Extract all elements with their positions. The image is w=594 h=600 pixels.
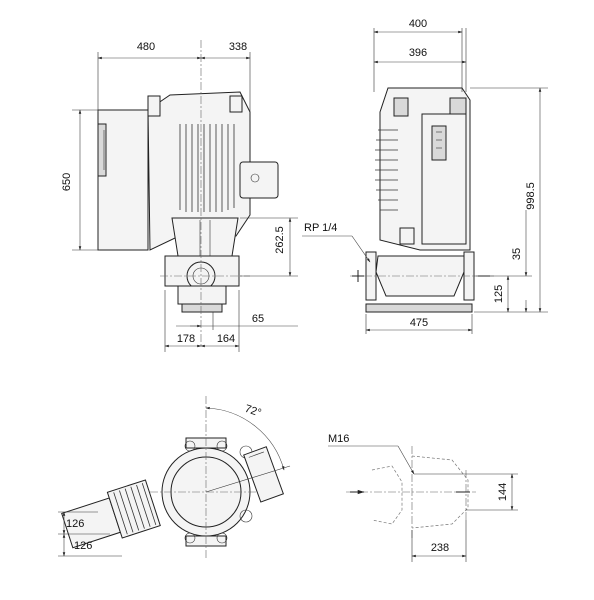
front-terminal-box [239,161,279,199]
foot-detail-view: M16 144 238 [328,433,518,562]
dim-650: 650 [61,173,73,191]
dim-400: 400 [409,18,427,30]
dim-178: 178 [177,333,195,345]
side-base-plate [365,303,473,313]
dim-262-5: 262.5 [274,226,286,254]
front-view: 480 338 650 262.5 65 178 164 [61,40,298,352]
front-pump-casing [164,255,240,287]
front-motor-body [147,91,251,251]
front-lantern [171,217,239,257]
label-m16: M16 [328,433,349,445]
side-port-plug [399,227,415,245]
dim-396: 396 [409,47,427,59]
dim-998-5: 998.5 [525,182,537,210]
side-motor-fins [375,129,398,211]
dim-72-deg: 72° [243,403,263,420]
dim-35: 35 [511,248,523,260]
foot-hidden-left [371,465,403,525]
dim-125: 125 [493,285,505,303]
dim-126-a: 126 [66,518,84,530]
dim-65: 65 [252,313,264,325]
dim-164: 164 [217,333,235,345]
dim-338: 338 [229,41,247,53]
side-control-display [431,125,447,161]
top-motor-unit [61,479,161,549]
dim-144: 144 [497,483,509,501]
dim-480: 480 [137,41,155,53]
front-motor-fins [179,124,235,212]
dim-238: 238 [431,542,449,554]
dim-126-b: 126 [74,540,92,552]
side-view: 400 396 998.5 35 125 475 RP 1/4 [302,18,548,334]
top-view: 72° 126 126 [58,396,291,560]
front-base-plate [181,303,223,313]
label-rp-1-4: RP 1/4 [304,222,337,234]
dim-475: 475 [410,317,428,329]
